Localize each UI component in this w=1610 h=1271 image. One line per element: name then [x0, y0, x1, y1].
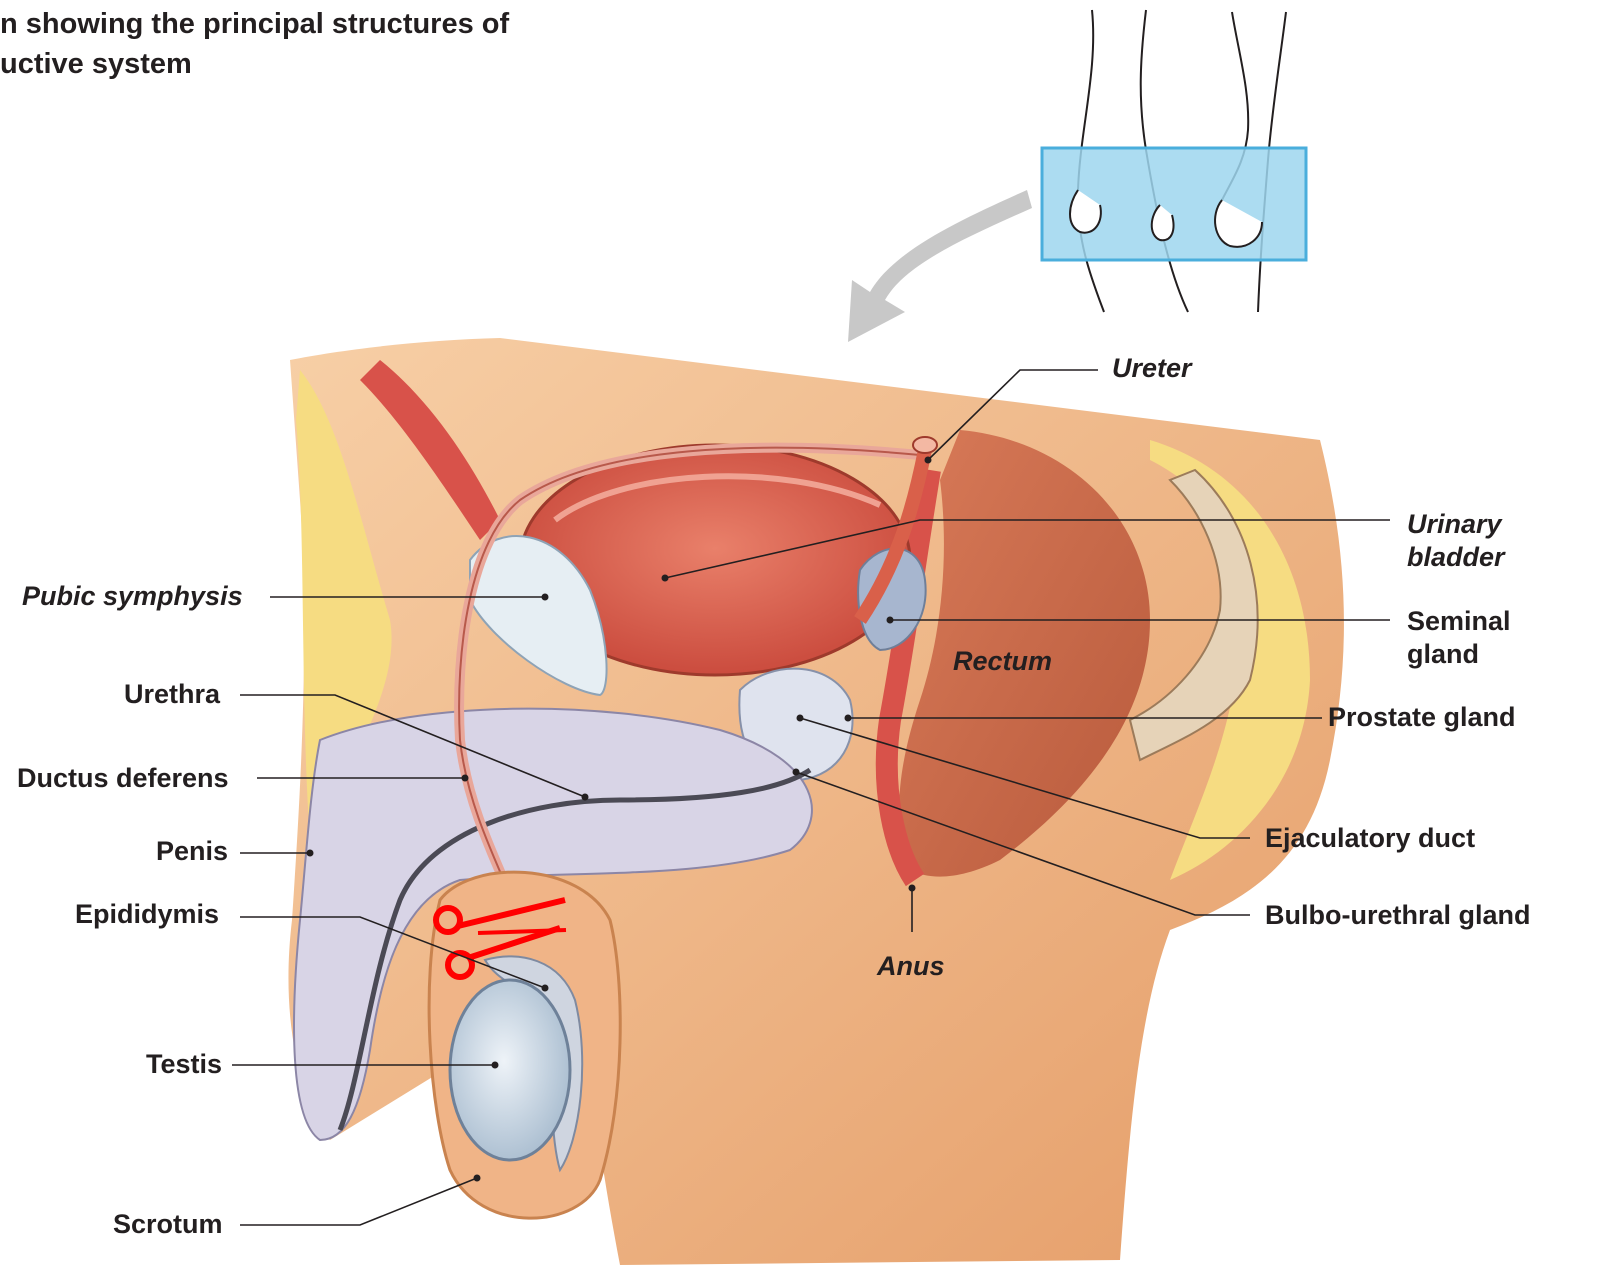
- curved-arrow-icon: [848, 190, 1032, 342]
- label-penis: Penis: [156, 835, 228, 868]
- label-anus: Anus: [877, 950, 945, 983]
- label-ductus-deferens: Ductus deferens: [17, 762, 229, 795]
- label-urinary-bladder: Urinary bladder: [1407, 508, 1505, 574]
- testis-shape: [450, 980, 570, 1160]
- orientation-figure: [1042, 10, 1306, 312]
- label-seminal-gland: Seminal gland: [1407, 605, 1511, 671]
- label-epididymis: Epididymis: [75, 898, 219, 931]
- label-ureter: Ureter: [1112, 352, 1192, 385]
- label-prostate-gland: Prostate gland: [1328, 701, 1516, 734]
- label-urethra: Urethra: [124, 678, 220, 711]
- label-scrotum: Scrotum: [113, 1208, 223, 1241]
- label-rectum: Rectum: [953, 645, 1052, 678]
- body-section: [288, 338, 1343, 1265]
- label-testis: Testis: [146, 1048, 222, 1081]
- label-pubic-symphysis: Pubic symphysis: [22, 580, 243, 613]
- label-bulbo-urethral-gland: Bulbo-urethral gland: [1265, 899, 1531, 932]
- label-ejaculatory-duct: Ejaculatory duct: [1265, 822, 1475, 855]
